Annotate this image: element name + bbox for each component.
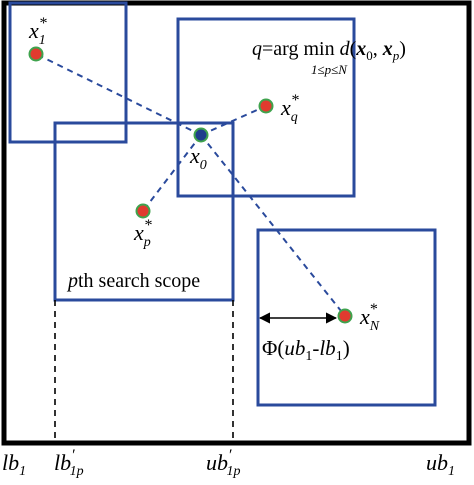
scope-box-xp bbox=[53, 121, 235, 302]
scope-box-xq bbox=[176, 17, 356, 198]
label-xN: xN* bbox=[359, 301, 380, 334]
axis-label-ub1p: ub′1p bbox=[206, 447, 241, 479]
point-x1-marker bbox=[28, 46, 44, 62]
distance-line-xN bbox=[200, 134, 346, 317]
axis-label-lb1p: lb′1p bbox=[54, 447, 84, 479]
label-x1: x1* bbox=[28, 15, 47, 48]
axis-label-ub1: ub1 bbox=[426, 450, 455, 479]
distance-line-xp bbox=[142, 134, 202, 212]
point-xN-marker bbox=[337, 308, 353, 324]
point-xq-marker bbox=[258, 98, 274, 114]
scope-box-x1 bbox=[8, 1, 128, 144]
label-xq: xq* bbox=[280, 92, 299, 125]
axis-label-lb1: lb1 bbox=[2, 450, 26, 479]
point-xp-marker bbox=[135, 203, 151, 219]
distance-line-x1 bbox=[35, 53, 202, 136]
scope-label: pth search scope bbox=[66, 270, 200, 292]
scope-box-xN bbox=[256, 228, 437, 407]
domain-frame bbox=[1, 0, 472, 446]
label-x0: x0 bbox=[189, 143, 207, 173]
label-xp: xp* bbox=[133, 217, 152, 250]
point-x0-marker bbox=[193, 127, 209, 143]
phi-label: Φ(ub1-lb1) bbox=[262, 336, 350, 364]
distance-line-xq bbox=[200, 105, 267, 136]
argmin-range: 1≤p≤N bbox=[311, 62, 348, 77]
